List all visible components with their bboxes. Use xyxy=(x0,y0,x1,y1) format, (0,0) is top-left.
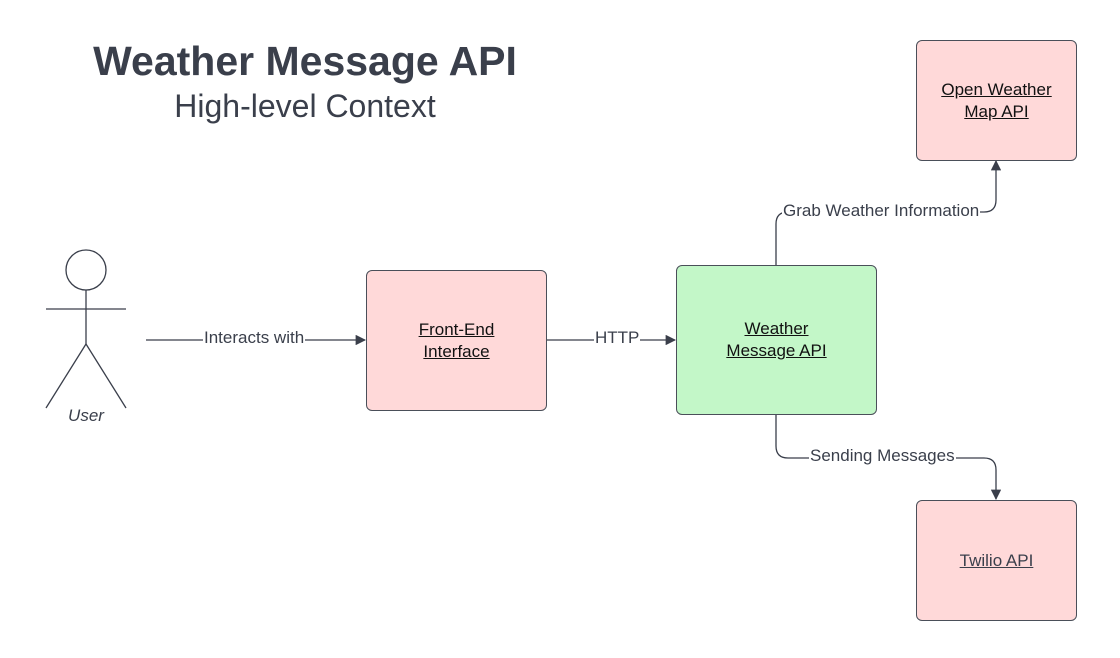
edge-label-interacts-with: Interacts with xyxy=(203,328,306,348)
edge-label-http: HTTP xyxy=(594,328,641,348)
diagram-title: Weather Message API xyxy=(93,38,517,84)
node-twilio-api[interactable]: Twilio API xyxy=(916,500,1077,621)
diagram-subtitle: High-level Context xyxy=(174,88,436,124)
user-actor-label: User xyxy=(68,406,104,425)
edge-label-grab-weather: Grab Weather Information xyxy=(782,201,981,221)
edge-label-sending-messages: Sending Messages xyxy=(809,446,956,466)
user-actor-icon xyxy=(45,249,127,409)
node-twilio-label: Twilio API xyxy=(959,550,1034,570)
